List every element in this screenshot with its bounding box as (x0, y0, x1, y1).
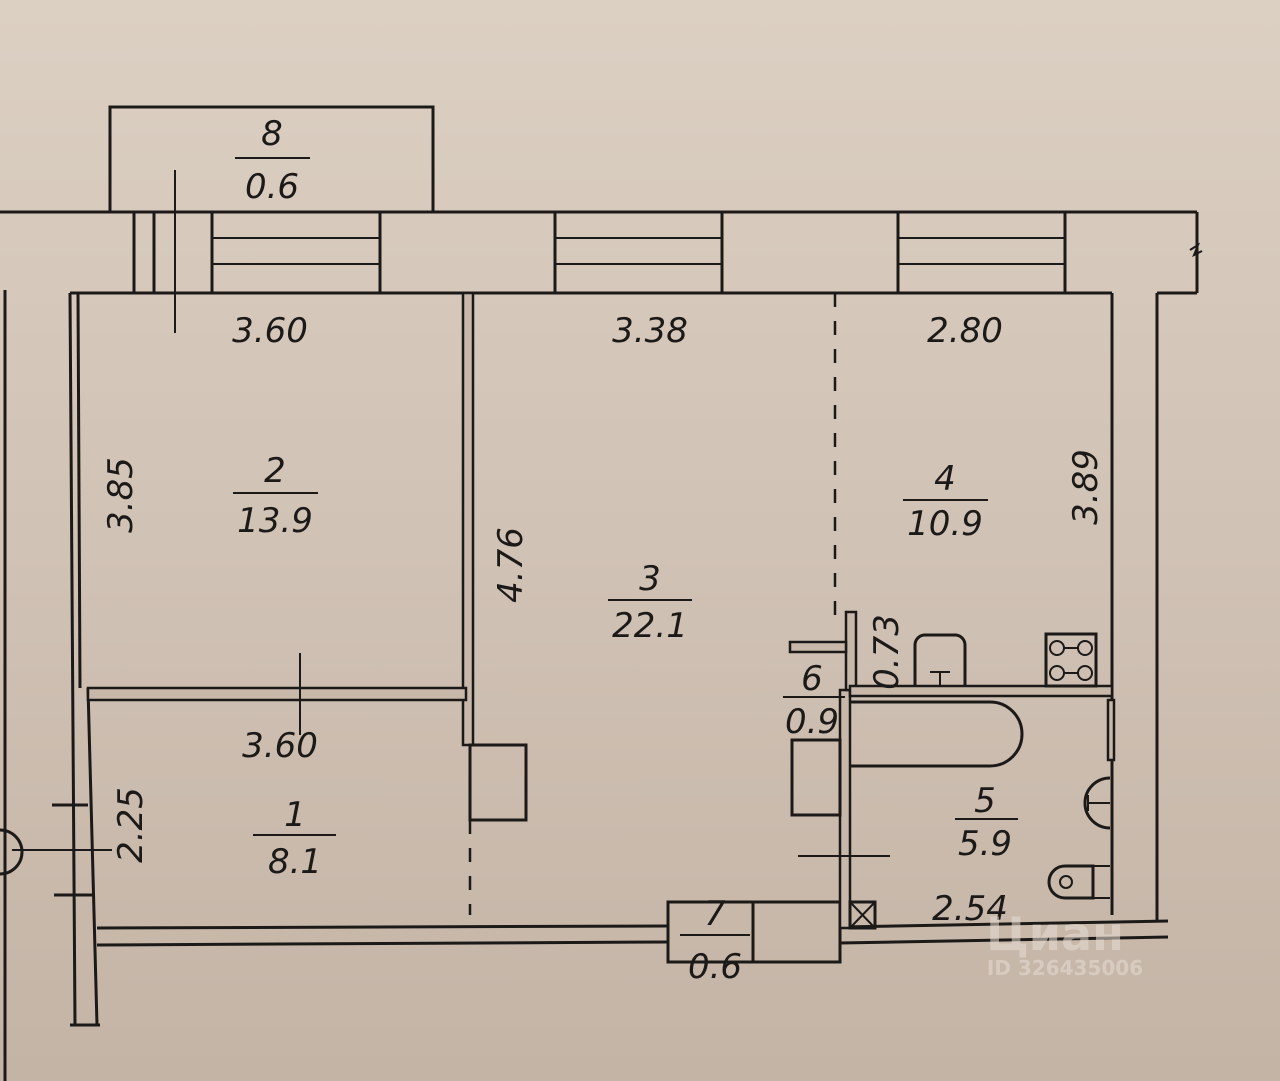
svg-text:10.9: 10.9 (907, 504, 983, 544)
svg-text:5.9: 5.9 (958, 824, 1012, 864)
svg-text:3: 3 (639, 559, 661, 599)
exterior-wall-left (0, 290, 112, 1081)
svg-text:2: 2 (264, 451, 286, 491)
room-3-label: 3 22.1 (608, 559, 692, 646)
svg-text:4: 4 (934, 459, 956, 499)
partition-1-2 (86, 686, 468, 702)
dim-room2-width: 3.60 (232, 311, 308, 351)
svg-text:6: 6 (801, 659, 823, 699)
room-7-label: 7 0.6 (680, 894, 750, 987)
bathtub-icon (850, 700, 1024, 768)
svg-text:0.9: 0.9 (785, 702, 839, 742)
watermark-id: ID 326435006 (987, 956, 1143, 980)
sink-icon (913, 633, 967, 686)
column (468, 743, 528, 822)
dim-room1-width: 3.60 (242, 726, 318, 766)
stove-icon (1044, 632, 1098, 688)
watermark-brand: Циан (986, 907, 1124, 961)
dim-bath-wall: 0.73 (867, 614, 907, 690)
exterior-wall-bottom (96, 900, 1169, 964)
svg-text:5: 5 (974, 781, 996, 821)
window-2 (553, 210, 724, 295)
room-2-label: 2 13.9 (233, 451, 318, 541)
room-1-label: 1 8.1 (253, 795, 336, 882)
exterior-wall-right (1110, 293, 1159, 920)
dim-room3-width: 3.38 (612, 311, 688, 351)
svg-text:0.6: 0.6 (245, 167, 299, 207)
svg-text:22.1: 22.1 (612, 606, 688, 646)
svg-text:7: 7 (704, 894, 726, 934)
room-4-label: 4 10.9 (903, 459, 988, 544)
bathroom-block (788, 610, 1116, 930)
svg-text:13.9: 13.9 (237, 501, 313, 541)
partition-2-3 (461, 291, 475, 747)
svg-text:0.6: 0.6 (688, 947, 742, 987)
dim-room3-height: 4.76 (491, 527, 531, 603)
dim-room4-height: 3.89 (1066, 449, 1106, 525)
svg-text:8.1: 8.1 (268, 842, 322, 882)
dim-room5-width: 2.54 (932, 889, 1008, 929)
svg-text:8: 8 (261, 114, 283, 154)
room-8-label: 8 0.6 (235, 114, 310, 207)
room-5-label: 5 5.9 (955, 781, 1018, 864)
window-1 (210, 210, 382, 295)
svg-text:1: 1 (284, 795, 306, 835)
washbasin-icon (1083, 776, 1111, 830)
room-6-label: 6 0.9 (783, 659, 845, 742)
toilet-icon (1047, 864, 1110, 900)
dim-room2-height: 3.85 (101, 457, 141, 533)
dim-room1-height: 2.25 (111, 787, 151, 863)
window-3 (896, 210, 1067, 295)
dim-room4-width: 2.80 (927, 311, 1003, 351)
